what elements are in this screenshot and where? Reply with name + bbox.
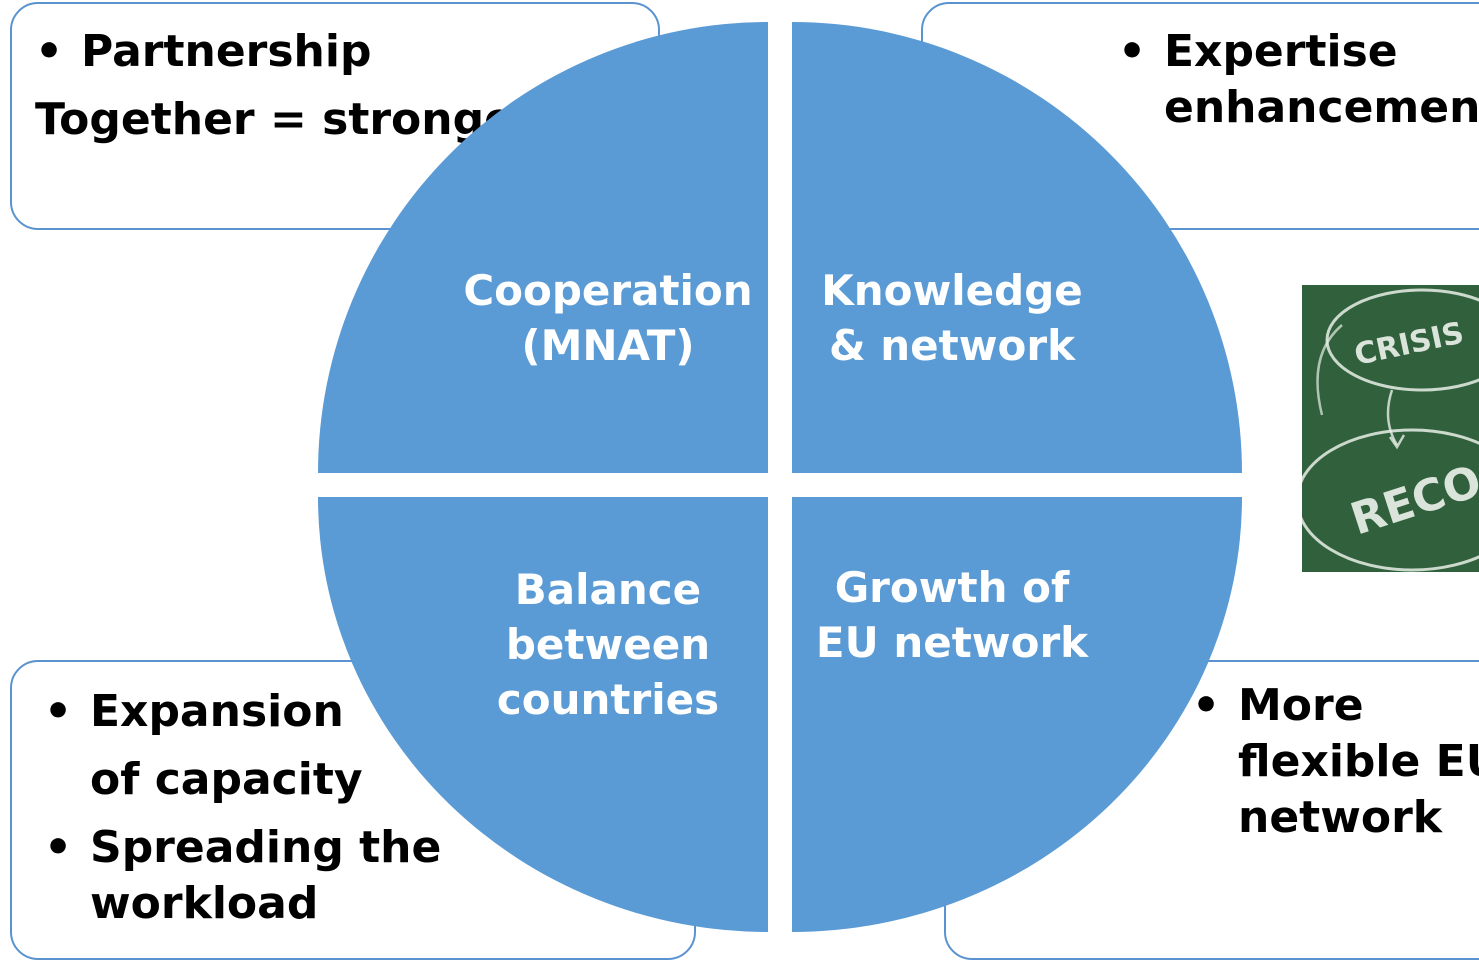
flexible-line-3: network <box>1238 792 1443 843</box>
spreading-line-2: workload <box>90 878 319 929</box>
quadrant-cooperation-line-2: (MNAT) <box>521 320 695 370</box>
together-stronger-text: Together = stronger <box>35 94 536 145</box>
expertise-line-1: Expertise <box>1118 24 1479 80</box>
capacity-text: Expansion of capacity Spreading the work… <box>44 684 441 932</box>
spreading-line-1: Spreading the <box>44 820 441 876</box>
expertise-line-2: enhancement <box>1164 82 1479 133</box>
quadrant-knowledge-line-2: & network <box>828 320 1075 370</box>
expansion-line-2: of capacity <box>90 754 363 805</box>
quadrant-growth-line-1: Growth of <box>834 562 1070 612</box>
quadrant-cooperation-line-1: Cooperation <box>463 265 753 315</box>
expansion-line-1: Expansion <box>44 684 441 740</box>
flexible-line-1: More <box>1192 678 1479 734</box>
flexible-line-2: flexible EU <box>1238 736 1479 787</box>
flexible-network-text: More flexible EU network <box>1192 678 1479 846</box>
expertise-text: Expertise enhancement <box>1118 24 1479 136</box>
quadrant-growth-line-2: EU network <box>815 617 1089 667</box>
quadrant-balance-line-3: countries <box>496 675 720 724</box>
quadrant-balance-line-2: between <box>505 620 711 669</box>
chalkboard-drawing: CRISIS RECO <box>1302 285 1479 572</box>
quadrant-knowledge-line-1: Knowledge <box>821 265 1083 315</box>
crisis-recovery-chalkboard-image: CRISIS RECO <box>1302 285 1479 572</box>
partnership-bullet: Partnership <box>35 24 371 80</box>
quadrant-balance-line-1: Balance <box>514 565 702 614</box>
